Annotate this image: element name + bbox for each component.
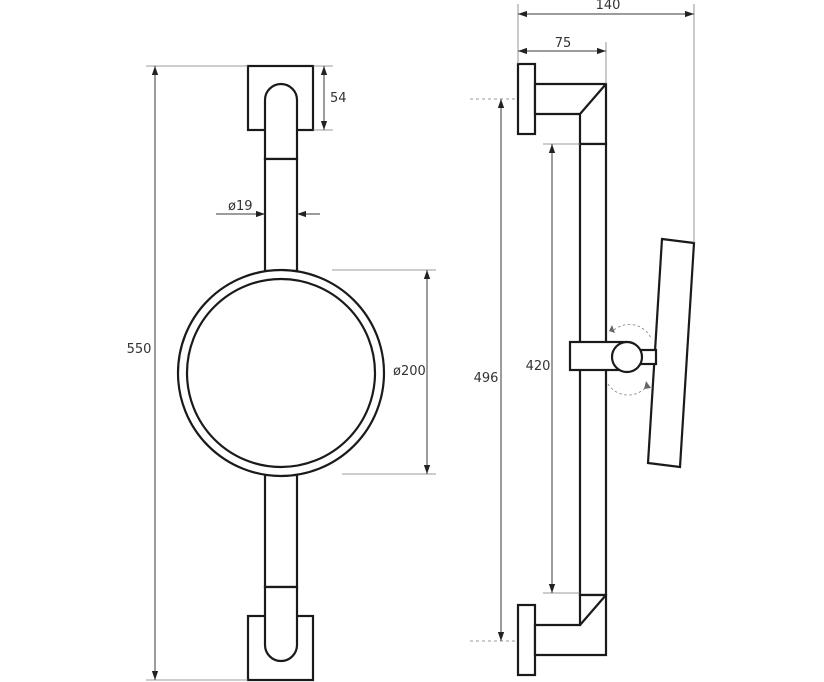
label-bar-length: 420 [526,359,551,374]
label-overall-height: 550 [127,342,152,357]
label-mount-spacing: 496 [474,371,499,386]
label-bracket-depth: 75 [555,36,572,51]
side-top-wall-plate [516,62,537,136]
front-view: 550 54 ø19 ø200 [127,64,436,682]
rotation-arrow-upper-icon [609,325,615,333]
label-mirror-diameter: ø200 [393,364,426,379]
mirror-frame [176,268,386,478]
side-bottom-arm-miter [579,594,607,626]
side-mirror-panel [646,237,696,469]
side-bottom-arm [533,593,608,657]
rotation-arc-lower [607,383,648,396]
top-bracket-arm [263,82,299,161]
side-bottom-wall-plate [516,603,537,677]
label-overall-depth: 140 [596,0,621,13]
upper-bar [263,157,299,273]
mirror-glass [185,277,377,469]
side-view: 140 75 496 420 [470,0,696,677]
label-bracket-height: 54 [330,91,347,106]
bottom-bracket-arm [263,585,299,663]
label-bar-diameter: ø19 [228,199,253,214]
side-pivot-ball [610,340,644,374]
rotation-arrow-lower-icon [644,381,651,389]
lower-bar [263,473,299,589]
side-top-arm [533,82,608,146]
side-top-arm-miter [579,83,607,115]
rotation-arc-upper [613,323,652,339]
